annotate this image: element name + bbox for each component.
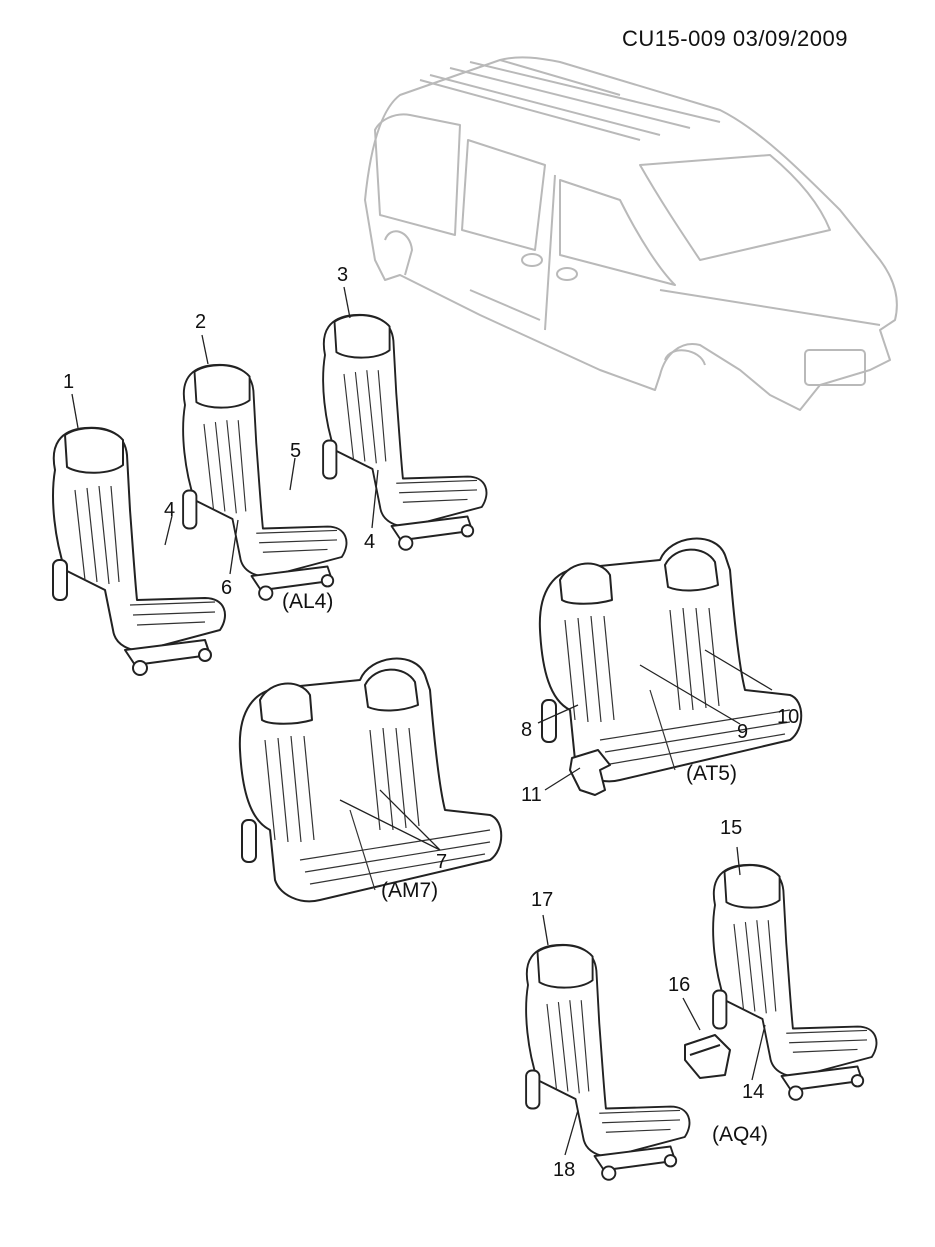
callout-11: 11: [521, 784, 542, 806]
callout-7: 7: [436, 851, 448, 873]
leader-lines: [71, 286, 773, 1156]
group-label-am7: (AM7): [381, 879, 439, 902]
bench-seat-at5: [538, 537, 803, 783]
seat-3: [322, 313, 488, 551]
console-11: [569, 749, 611, 796]
callout-15: 15: [720, 817, 743, 839]
callout-10: 10: [777, 706, 800, 728]
seat-2: [182, 363, 348, 601]
group-label-at5: (AT5): [686, 762, 737, 785]
callout-3: 3: [337, 264, 349, 286]
callout-9: 9: [737, 721, 749, 743]
callout-4-seat1: 4: [164, 499, 176, 521]
callout-4-seat3: 4: [364, 531, 376, 553]
callout-8: 8: [521, 719, 533, 741]
callout-16: 16: [668, 974, 691, 996]
callout-18: 18: [553, 1159, 576, 1181]
bracket-16: [684, 1034, 731, 1079]
callout-14: 14: [742, 1081, 765, 1103]
callout-17: 17: [531, 889, 554, 911]
group-label-al4: (AL4): [282, 590, 334, 613]
callout-5: 5: [290, 440, 302, 462]
seat-17: [525, 943, 691, 1181]
diagram-code: CU15-009 03/09/2009: [622, 26, 848, 51]
callout-6: 6: [221, 577, 233, 599]
callout-2: 2: [195, 311, 207, 333]
seat-15: [712, 863, 878, 1101]
group-label-aq4: (AQ4): [712, 1123, 769, 1146]
van-outline: [364, 56, 898, 411]
bench-seat-am7: [238, 657, 503, 903]
callout-1: 1: [63, 371, 75, 393]
